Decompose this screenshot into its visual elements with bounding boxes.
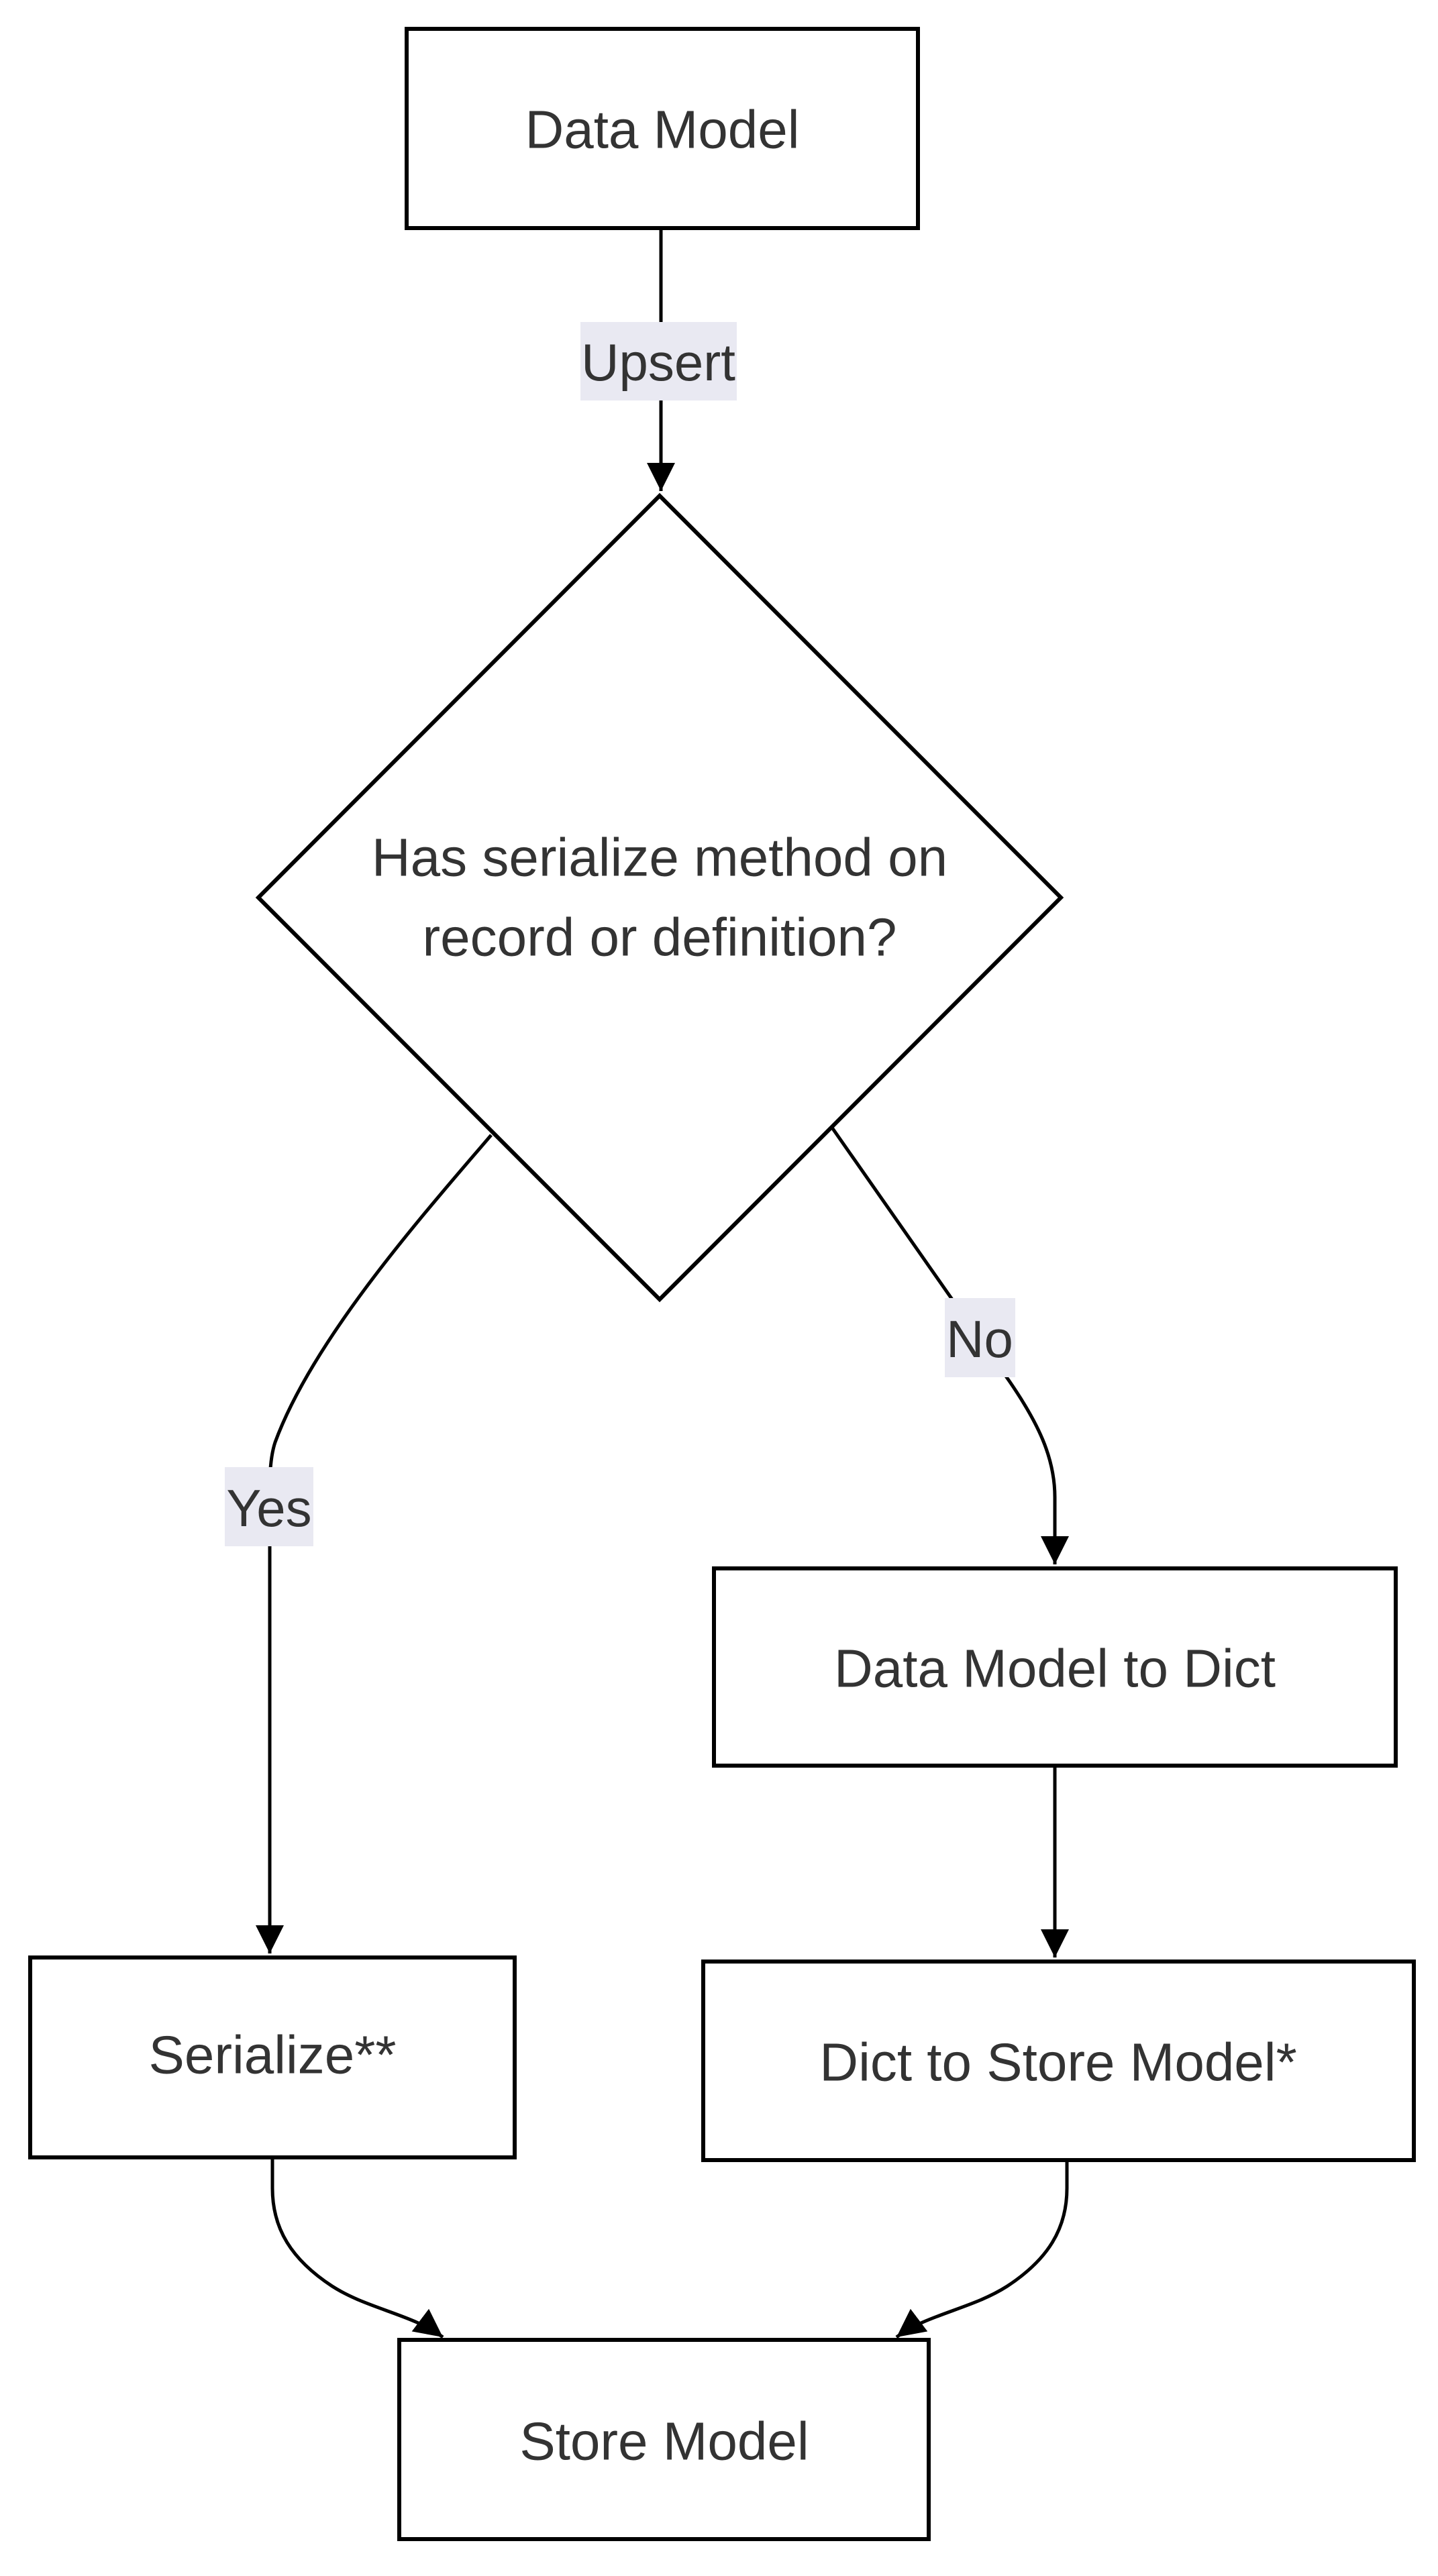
edge-label-no-bg xyxy=(945,1298,1015,1377)
edge-label-yes-group: Yes xyxy=(225,1467,313,1546)
edge-no-line xyxy=(830,1126,1070,1564)
node-store-model: Store Model xyxy=(397,2338,931,2541)
node-decision-label-line1: Has serialize method on xyxy=(372,828,947,888)
node-serialize: Serialize** xyxy=(28,1955,517,2159)
node-serialize-box xyxy=(28,1955,517,2159)
decision-diamond-shape xyxy=(255,492,1064,1303)
node-dict-to-store-model-label: Dict to Store Model* xyxy=(819,2033,1296,2092)
node-decision-label-line2: record or definition? xyxy=(422,908,896,967)
node-data-model-to-dict-box xyxy=(712,1566,1398,1768)
edge-label-upsert: Upsert xyxy=(581,333,735,392)
edge-label-upsert-group: Upsert xyxy=(580,322,737,400)
edge-serialize-to-store-line xyxy=(270,2159,444,2339)
node-store-model-box xyxy=(397,2338,931,2541)
node-store-model-label: Store Model xyxy=(519,2412,809,2471)
edge-label-no: No xyxy=(946,1309,1013,1368)
node-data-model-to-dict-label: Data Model to Dict xyxy=(834,1639,1276,1699)
node-dict-to-store-model: Dict to Store Model* xyxy=(701,1960,1416,2162)
edge-label-no-group: No xyxy=(945,1298,1015,1377)
edge-yes-line xyxy=(255,1134,493,1953)
edge-label-yes: Yes xyxy=(226,1479,311,1538)
node-data-model-label: Data Model xyxy=(525,100,799,160)
node-decision: Has serialize method on record or defini… xyxy=(255,492,1064,1303)
edges xyxy=(255,229,1070,2339)
node-data-model-box xyxy=(405,27,920,230)
node-dict-to-store-model-box xyxy=(701,1960,1416,2162)
edge-dict-to-store-line xyxy=(895,2161,1069,2339)
node-data-model: Data Model xyxy=(405,27,920,230)
edge-label-upsert-bg xyxy=(580,322,737,400)
node-data-model-to-dict: Data Model to Dict xyxy=(712,1566,1398,1768)
node-serialize-label: Serialize** xyxy=(148,2025,396,2085)
edge-label-yes-bg xyxy=(225,1467,313,1546)
